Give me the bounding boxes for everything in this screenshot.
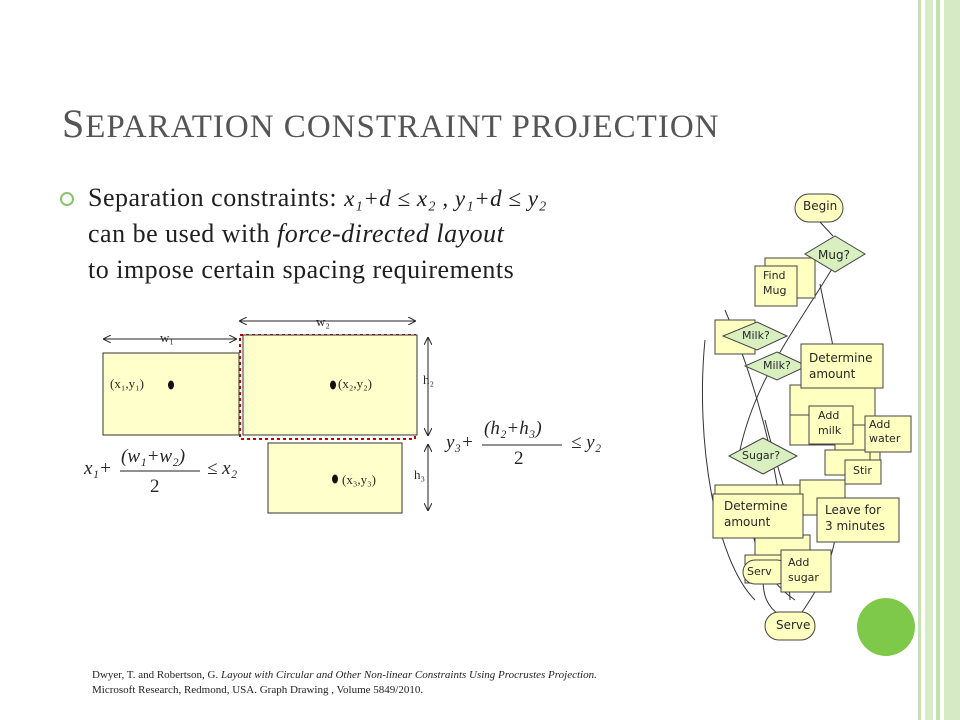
flow-node-determine-b [712,493,804,539]
bullet-circle-icon [60,192,74,206]
point-3-dot [332,474,338,484]
flow-label-milk-2: Milk? [763,359,791,372]
flowchart-graph [701,193,912,641]
flow-label-determine-b2: amount [724,515,771,529]
flow-node-add-milk [808,405,854,445]
flow-label-determine-2: amount [809,367,856,381]
flow-label-serve-ghost: Serv [747,565,772,578]
flow-label-add-milk-1: Add [818,409,840,422]
flow-label-add-milk-2: milk [818,424,842,437]
bullet-line-1: Separation constraints: x₁+d ≤ x₂ , y₁+d… [88,183,547,212]
flow-node-find-mug [754,265,798,307]
flow-node-milk-2 [743,351,809,381]
point-1-label: (x₁,y₁) [110,376,144,391]
flow-label-add-water-2: water [869,432,901,445]
flow-label-find-mug-1: Find [763,269,786,282]
flow-node-add-sugar [780,549,832,593]
bullet-line-3: to impose certain spacing requirements [88,255,515,284]
eq2-denominator: 2 [514,448,524,469]
eq1-denominator: 2 [150,476,160,497]
citation: Dwyer, T. and Robertson, G. Layout with … [92,668,597,698]
flow-node-mug [804,235,866,273]
flow-label-determine-1: Determine [809,351,873,365]
point-2-dot [330,380,336,390]
flow-label-add-sugar-1: Add [788,556,810,569]
flow-node-add-water [864,415,912,453]
flow-label-leave-2: 3 minutes [825,519,886,533]
flow-node-begin [794,193,844,223]
eq1-rhs: ≤ x₂ [207,458,238,479]
flow-label-add-water-1: Add [869,418,891,431]
decor-green-circle [857,598,915,656]
eq2-rhs: ≤ y₂ [571,432,602,453]
point-1-dot [168,380,174,390]
eq2-numerator: (h₂+h₃) [484,418,542,439]
decor-strip-4 [944,0,960,720]
flow-node-milk [721,321,789,351]
eq1-lhs: x₁+ [84,458,112,479]
bullet-line-2: can be used with force-directed layout [88,219,505,248]
flow-label-milk: Milk? [742,329,770,342]
decor-strip-1 [918,0,921,720]
h3-label: h₃ [414,467,426,482]
flow-node-stir [844,459,882,485]
citation-line-2: Microsoft Research, Redmond, USA. Graph … [92,684,424,696]
w1-label: w₁ [160,330,174,345]
flow-label-stir: Stir [853,464,872,477]
eq1-numerator: (w₁+w₂) [121,446,186,467]
flow-label-determine-b1: Determine [724,499,788,513]
flow-label-serve: Serve [776,618,811,632]
point-3-label: (x₃,y₃) [342,472,376,487]
flow-label-begin: Begin [803,199,838,213]
decor-strip-3 [936,0,940,720]
flow-label-sugar: Sugar? [742,449,781,462]
flow-node-leave [816,497,900,543]
eq2-lhs: y₃+ [446,432,474,453]
flow-label-leave-1: Leave for [825,503,882,517]
citation-line-1: Dwyer, T. and Robertson, G. Layout with … [92,669,597,681]
flow-node-serve [764,611,816,641]
constraint-diagram [102,305,562,514]
w2-label: w₂ [316,314,330,329]
separation-region [239,334,416,440]
flow-label-find-mug-2: Mug [763,284,787,297]
flow-label-add-sugar-2: sugar [788,571,819,584]
decor-strip-2 [925,0,933,720]
flow-label-mug: Mug? [818,248,850,262]
h2-label: h₂ [423,372,435,387]
page-title: SEPARATION CONSTRAINT PROJECTION [62,101,720,146]
flow-node-sugar [727,437,799,475]
flow-node-determine [800,343,884,389]
point-2-label: (x₂,y₂) [338,376,372,391]
box-1 [102,352,240,436]
